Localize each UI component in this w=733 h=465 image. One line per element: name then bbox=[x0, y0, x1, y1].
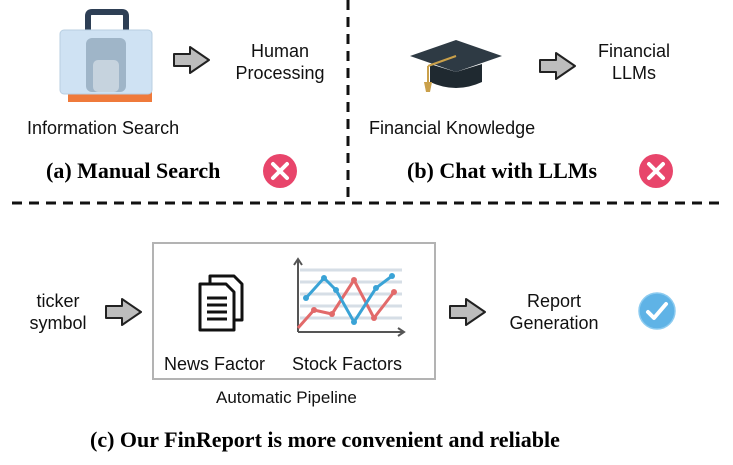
stock-factors-label: Stock Factors bbox=[292, 354, 403, 374]
report-generation-label: Report Generation bbox=[502, 290, 606, 334]
human-processing-label: Human Processing bbox=[228, 40, 332, 84]
news-documents-icon bbox=[198, 274, 244, 332]
panel-b-title: (b) Chat with LLMs bbox=[407, 158, 598, 183]
check-icon bbox=[638, 292, 676, 330]
ticker-symbol-label: ticker symbol bbox=[22, 290, 94, 334]
cross-icon bbox=[263, 154, 297, 188]
automatic-pipeline-label: Automatic Pipeline bbox=[216, 388, 357, 407]
financial-llms-line1: Financial bbox=[597, 41, 671, 61]
financial-knowledge-label: Financial Knowledge bbox=[369, 118, 536, 138]
arrow-icon bbox=[449, 298, 486, 326]
financial-llms-line2: LLMs bbox=[611, 63, 656, 83]
cross-icon bbox=[639, 154, 673, 188]
human-processing-line1: Human bbox=[250, 41, 310, 61]
stock-chart-icon bbox=[293, 257, 406, 337]
ticker-symbol-line2: symbol bbox=[29, 313, 87, 333]
graduation-cap-icon bbox=[410, 40, 502, 92]
arrow-icon bbox=[105, 298, 142, 326]
financial-llms-label: Financial LLMs bbox=[596, 40, 672, 84]
report-generation-line2: Generation bbox=[509, 313, 599, 333]
search-building-icon bbox=[59, 9, 153, 102]
arrow-icon bbox=[173, 46, 210, 74]
automatic-pipeline-box bbox=[152, 242, 436, 380]
information-search-label: Information Search bbox=[27, 118, 180, 138]
human-processing-line2: Processing bbox=[235, 63, 325, 83]
panel-a-title: (a) Manual Search bbox=[46, 158, 221, 183]
arrow-icon bbox=[539, 52, 576, 80]
news-factor-label: News Factor bbox=[164, 354, 266, 374]
ticker-symbol-line1: ticker bbox=[36, 291, 80, 311]
panel-c-title: (c) Our FinReport is more convenient and… bbox=[90, 427, 560, 452]
report-generation-line1: Report bbox=[526, 291, 582, 311]
